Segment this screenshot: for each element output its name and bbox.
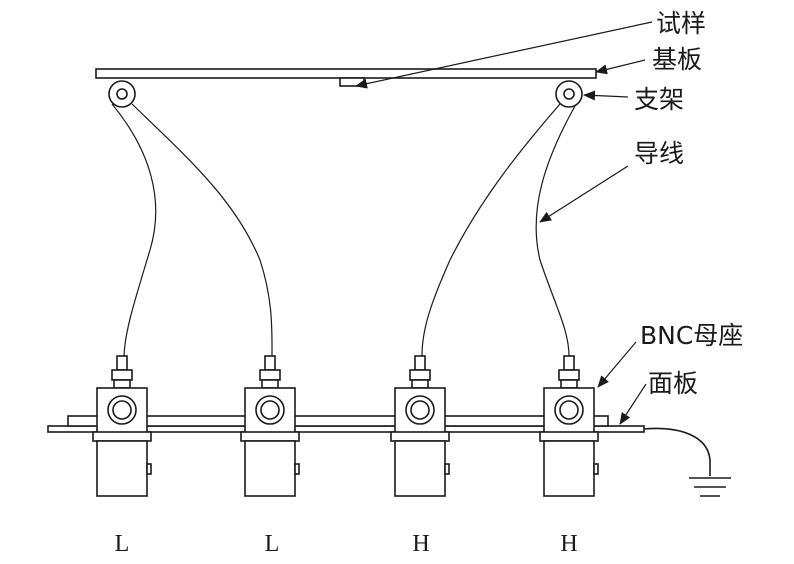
wire-3 (421, 103, 561, 357)
terminal-label-4: H (560, 531, 577, 557)
arrow-panel (619, 383, 647, 425)
label-wire: 导线 (634, 139, 684, 168)
support-left (108, 80, 136, 108)
support-right (555, 80, 583, 108)
terminal-label-2: L (265, 531, 280, 557)
ground-wire (643, 427, 711, 476)
bnc-socket-3 (390, 355, 450, 497)
bnc-socket-2 (240, 355, 300, 497)
wire-1 (111, 103, 157, 357)
ground-symbol (689, 477, 731, 497)
terminal-label-1: L (115, 531, 130, 557)
wire-4 (535, 105, 576, 357)
panel-raised (67, 415, 609, 427)
terminal-label-3: H (412, 531, 429, 557)
arrow-bnc (597, 341, 637, 388)
wire-2 (131, 103, 273, 357)
label-substrate: 基板 (652, 45, 702, 74)
label-bnc-socket: BNC母座 (640, 321, 743, 350)
bnc-socket-4 (539, 355, 599, 497)
bnc-socket-1 (92, 355, 152, 497)
arrow-substrate (595, 59, 646, 75)
label-panel: 面板 (648, 369, 698, 398)
label-support: 支架 (634, 85, 684, 114)
arrow-wire (539, 165, 629, 223)
substrate-plate (95, 68, 597, 79)
label-specimen: 试样 (656, 9, 706, 38)
arrow-specimen (355, 21, 653, 89)
arrow-support (583, 90, 629, 101)
